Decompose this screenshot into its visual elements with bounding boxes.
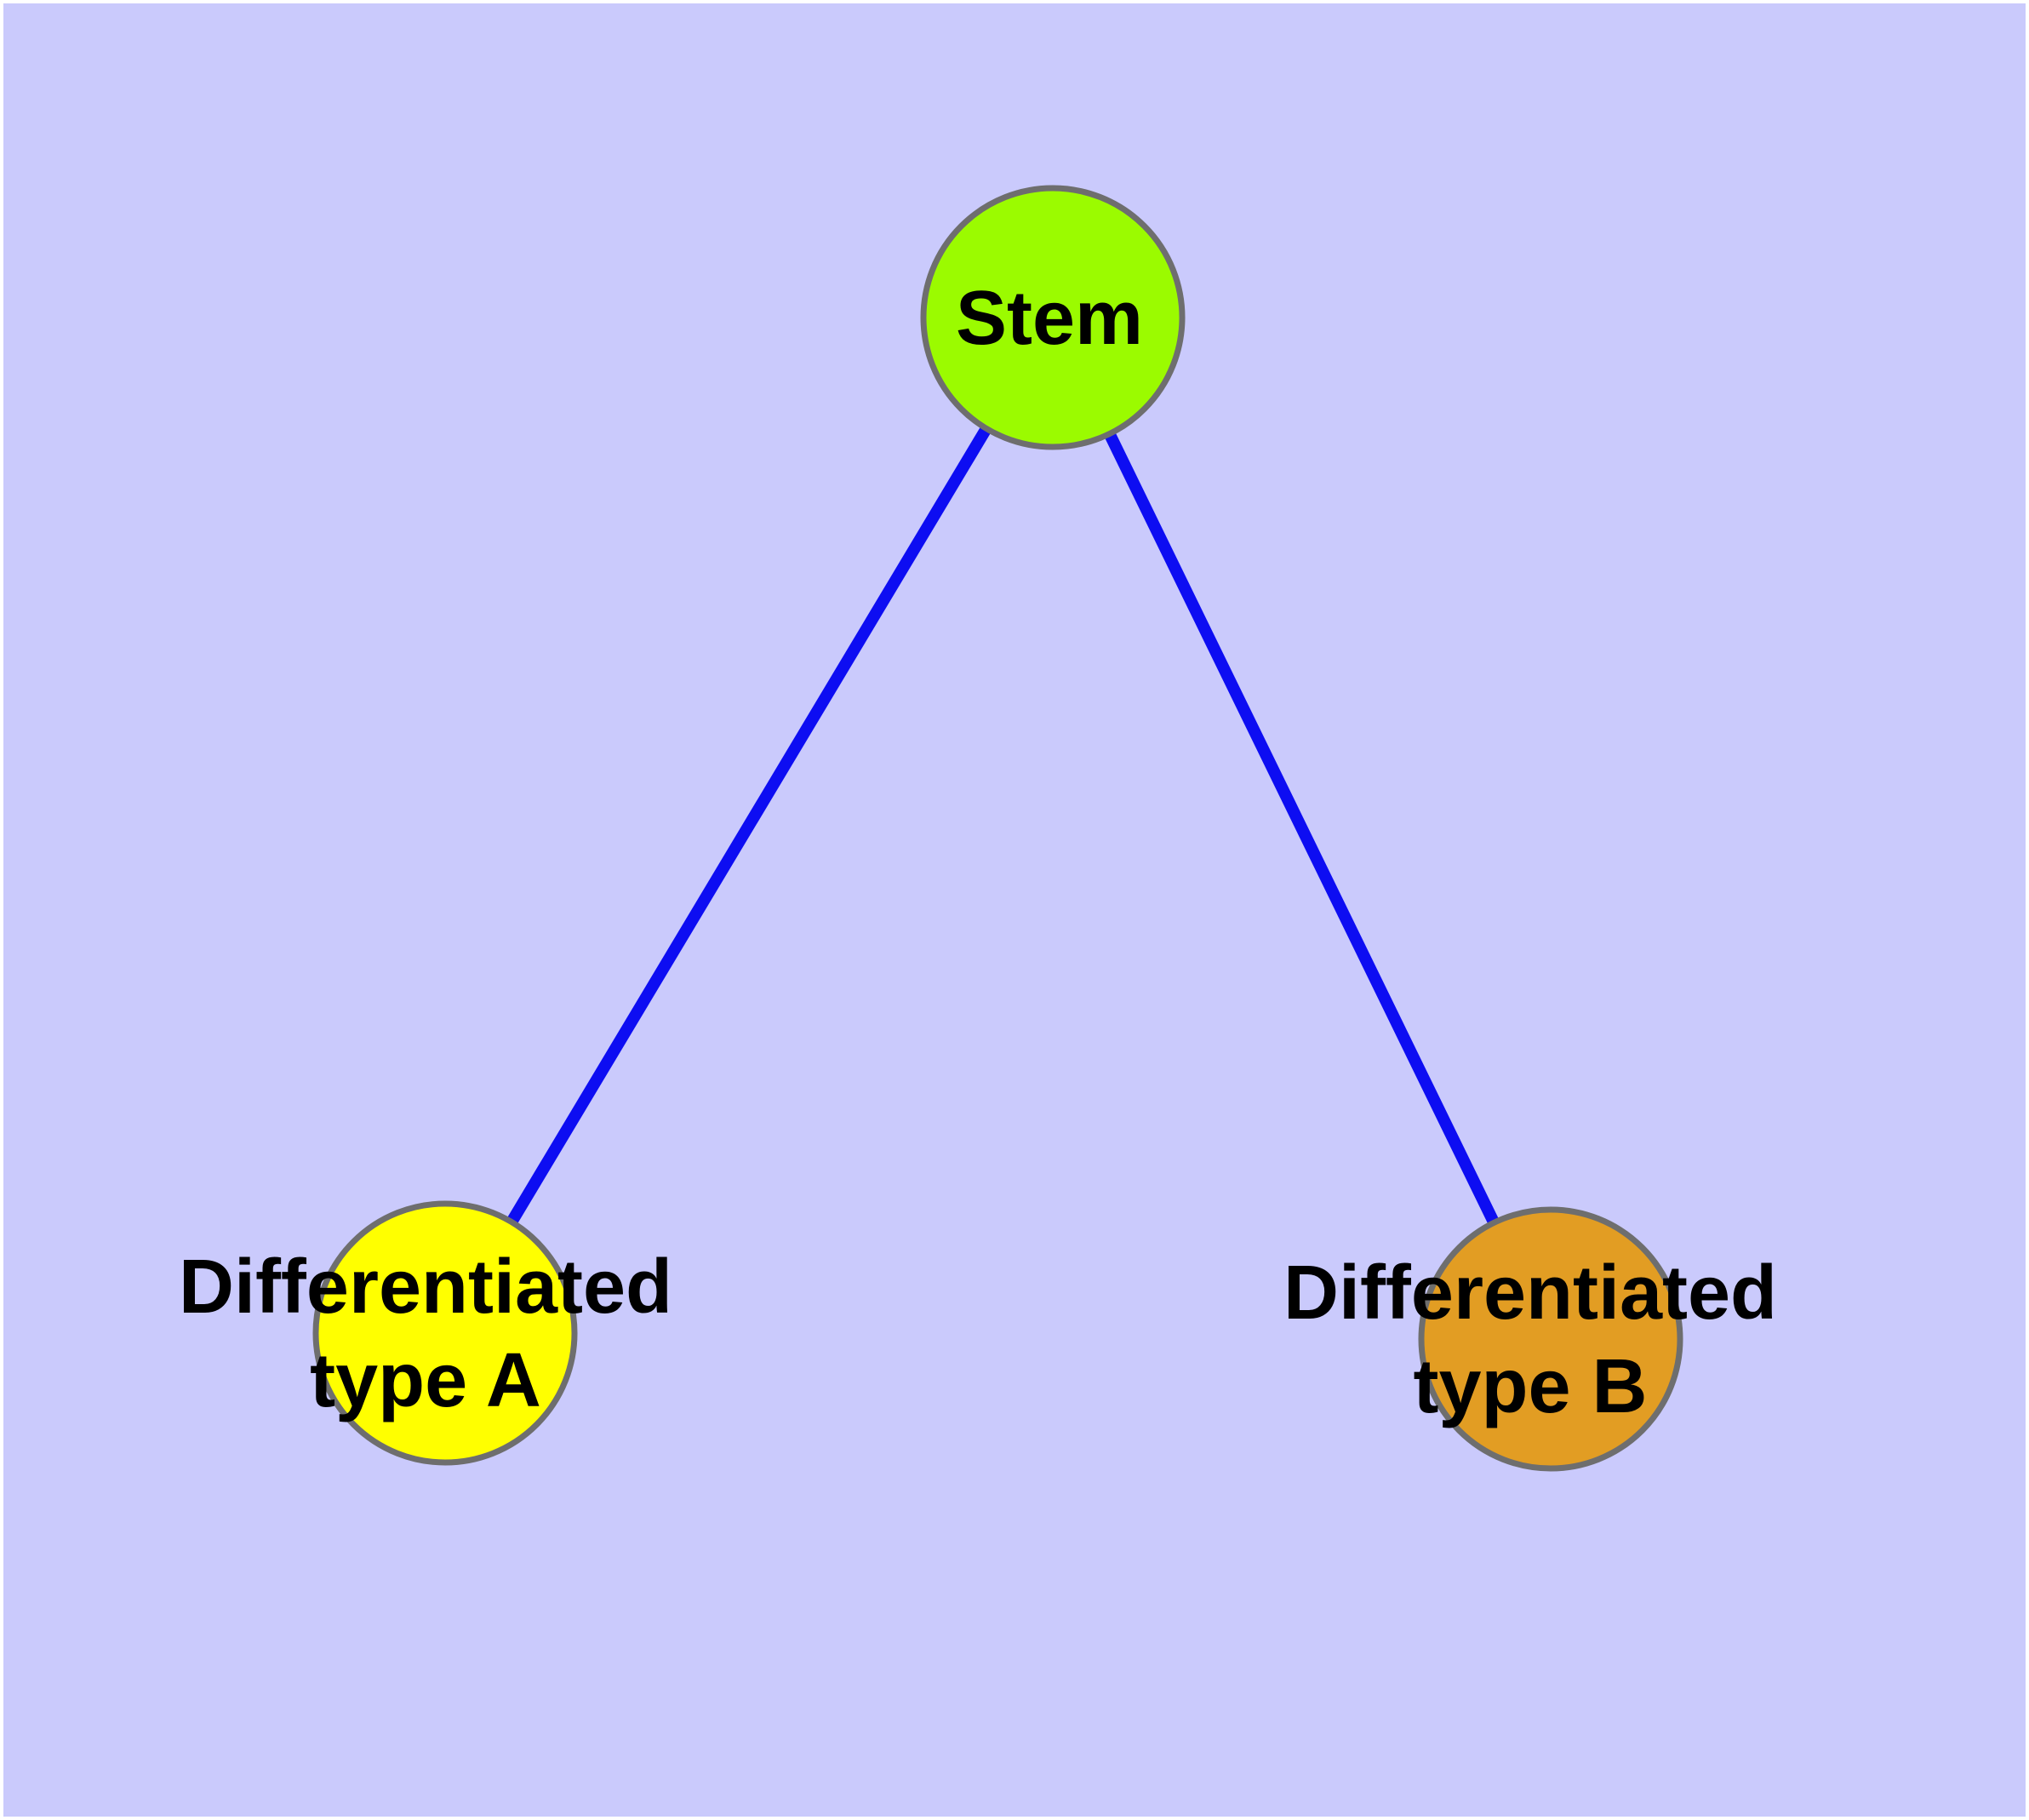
- edge-layer: [439, 314, 1557, 1342]
- node-stem-circle: [920, 185, 1186, 450]
- node-differentiated-type-b-circle: [1418, 1206, 1683, 1472]
- edge-stem-to-type-b: [1047, 314, 1557, 1342]
- node-differentiated-type-b-label-line1: Differentiated: [1283, 1251, 1777, 1336]
- node-layer: [312, 185, 1683, 1472]
- node-differentiated-type-a-circle: [312, 1200, 578, 1466]
- node-stem-label: Stem: [956, 276, 1143, 361]
- node-differentiated-type-a-label-line1: Differentiated: [179, 1245, 672, 1330]
- node-differentiated-type-a-label-line2: type A: [310, 1338, 541, 1423]
- edge-stem-to-type-a: [439, 314, 1059, 1336]
- label-layer: Stem Differentiated type A Differentiate…: [179, 276, 1777, 1429]
- node-differentiated-type-b-label-line2: type B: [1413, 1344, 1647, 1429]
